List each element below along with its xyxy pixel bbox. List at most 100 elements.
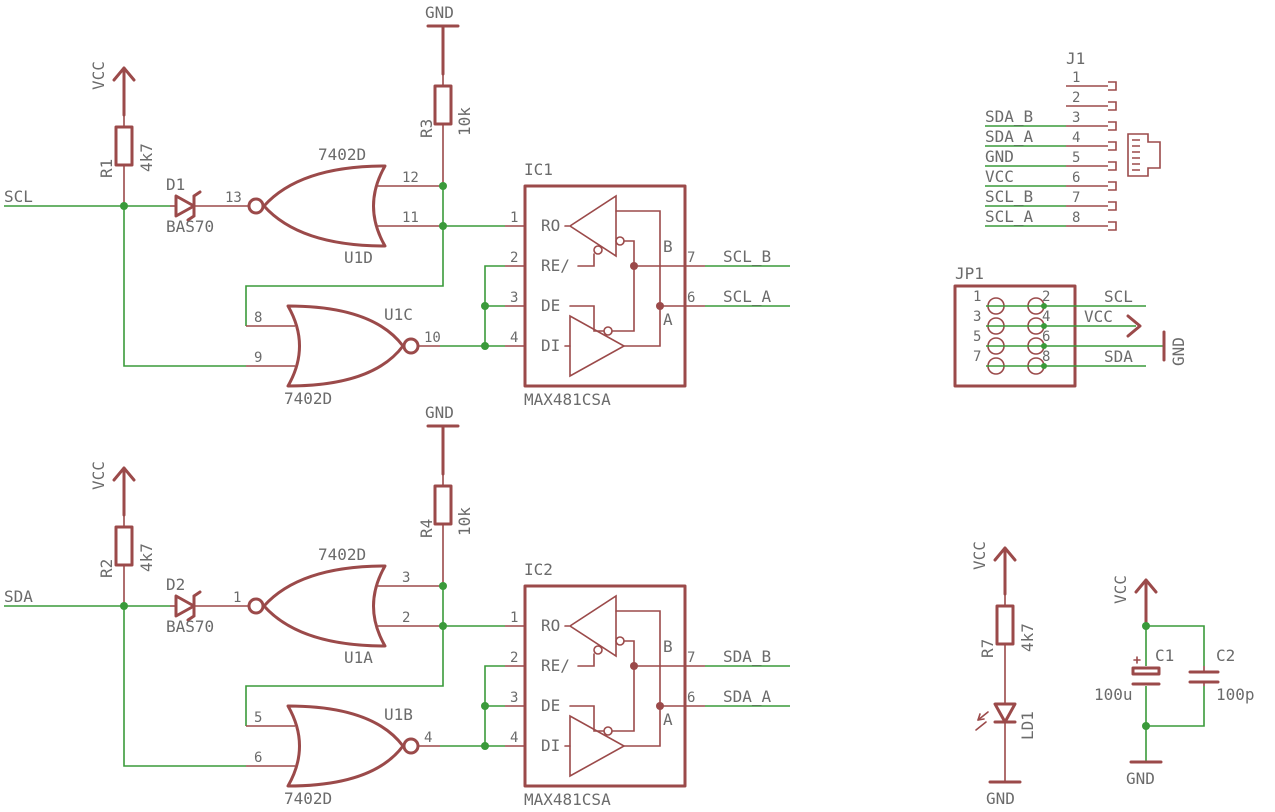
pin-ic2-6: 6 [687,690,695,706]
vcc-symbol: VCC [89,461,136,517]
vcc-symbol: VCC [89,61,136,117]
jp1-pin-3: 3 [973,309,981,325]
ic1-pin-a: A [663,310,673,329]
pin-ic1-4: 4 [510,330,518,346]
net-label-scl-b: SCL_B [723,247,771,266]
j1-pin-2: 2 [1072,90,1080,106]
nor-gate-u1d: 12 11 7402D U1D [247,145,443,267]
gate-u1a-name: U1A [344,648,373,667]
resistor-r1: R1 4k7 [97,115,156,205]
jp1-net-gnd: GND [1169,337,1188,366]
capacitor-c2-name: C2 [1216,646,1235,665]
jp1-pin-2: 2 [1042,289,1050,305]
capacitor-c2-value: 100p [1216,685,1255,704]
pin-6: 6 [254,750,262,766]
gate-u1c-name: U1C [384,305,413,324]
pin-ic2-3: 3 [510,690,518,706]
ic2-value: MAX481CSA [524,790,611,809]
j1-pin-3: 3 [1072,110,1080,126]
j1-net-gnd: GND [985,147,1014,166]
connector-j1-name: J1 [1066,49,1085,68]
capacitor-c1: C1 100u [1094,646,1174,704]
resistor-r4-name: R4 [417,519,436,538]
jp1-net-sda: SDA [1104,347,1133,366]
pin-8: 8 [254,310,262,326]
ic1-pin-ro: RO [541,216,560,235]
pin-1: 1 [233,590,241,606]
gnd-symbol: GND [425,403,460,476]
gate-u1b-value: 7402D [284,789,332,808]
pin-12: 12 [402,170,419,186]
pin-4: 4 [424,730,432,746]
pin-ic1-1: 1 [510,210,518,226]
j1-pin-6: 6 [1072,170,1080,186]
pin-13: 13 [225,190,242,206]
resistor-r1-value: 4k7 [137,143,156,172]
ic2-name: IC2 [524,560,553,579]
j1-net-sda-a: SDA_A [985,127,1034,146]
jp1-pin-5: 5 [973,329,981,345]
j1-net-sda-b: SDA_B [985,107,1033,126]
pin-2: 2 [402,610,410,626]
nor-gate-u1a: 3 2 7402D U1A [247,545,443,667]
net-label-scl-a: SCL_A [723,287,772,306]
jp1-net-vcc: VCC [1084,307,1113,326]
jp1-pin-8: 8 [1042,349,1050,365]
pin-5: 5 [254,710,262,726]
jp1-pin-6: 6 [1042,329,1050,345]
vcc-label: VCC [89,461,108,490]
vcc-label: VCC [1111,575,1130,604]
ic1-value: MAX481CSA [524,390,611,409]
ic2-pin-b: B [663,637,673,656]
gate-u1b-name: U1B [384,705,413,724]
sda-channel: VCC R2 4k7 SDA D2 BAS70 1 3 2 7402D U1A … [4,403,790,809]
jp1-pin-7: 7 [973,349,981,365]
nor-gate-u1c: 8 9 10 U1C 7402D [246,304,441,408]
resistor-r2-name: R2 [97,559,116,578]
ic2-pin-di: DI [541,736,560,755]
resistor-r7-value: 4k7 [1018,623,1037,652]
pin-ic2-1: 1 [510,610,518,626]
resistor-r2: R2 4k7 [97,515,156,605]
resistor-r3-name: R3 [417,119,436,138]
ic2-pin-a: A [663,710,673,729]
ic1-pin-b: B [663,237,673,256]
resistor-r4: R4 10k [417,474,474,586]
transceiver-ic2: 1 2 3 4 RO RE/ DE DI B A 7 6 IC2 MAX481C… [505,560,705,809]
pin-ic1-6: 6 [687,290,695,306]
led-ld1-name: LD1 [1018,711,1037,740]
capacitor-c2: C2 100p [1188,646,1255,704]
gnd-label: GND [1126,769,1155,788]
jp1-net-scl: SCL [1104,287,1133,306]
gnd-label: GND [425,403,454,422]
vcc-label: VCC [89,61,108,90]
ic1-pin-de: DE [541,296,560,315]
j1-net-scl-a: SCL_A [985,207,1034,226]
gate-u1d-name: U1D [344,248,373,267]
pin-ic1-3: 3 [510,290,518,306]
transceiver-ic1: 1 2 3 4 RO RE/ DE DI B A 7 6 IC1 MAX481C… [505,160,705,409]
pin-10: 10 [424,330,441,346]
pin-ic1-2: 2 [510,250,518,266]
gate-u1d-value: 7402D [318,145,366,164]
jp1-pin-1: 1 [973,289,981,305]
connector-j1: J1 1 2 3 4 5 6 7 8 SDA_B SDA_A GND VCC S… [985,49,1161,231]
diode-d2-name: D2 [166,575,185,594]
header-jp1-name: JP1 [955,264,984,283]
header-jp1: JP1 1 2 3 4 5 6 7 8 SCL VCC SDA GND [953,264,1188,388]
gnd-symbol: GND [425,3,460,76]
j1-net-scl-b: SCL_B [985,187,1033,206]
pin-11: 11 [402,210,419,226]
diode-d1-value: BAS70 [166,217,214,236]
diode-d2: D2 BAS70 [166,575,220,636]
capacitor-c1-name: C1 [1155,646,1174,665]
j1-pin-5: 5 [1072,150,1080,166]
ic1-pin-re: RE/ [541,256,570,275]
j1-pin-8: 8 [1072,210,1080,226]
pin-ic2-4: 4 [510,730,518,746]
resistor-r1-name: R1 [97,159,116,178]
led-ld1: LD1 [975,702,1037,782]
net-label-sda-b: SDA_B [723,647,771,666]
resistor-r3: R3 10k [417,74,474,186]
